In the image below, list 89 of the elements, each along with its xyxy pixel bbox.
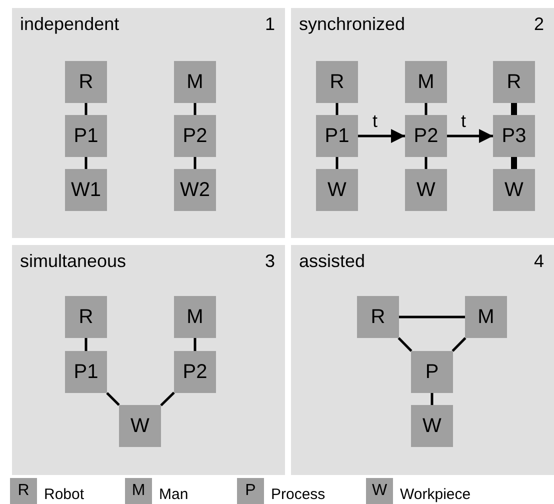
box-letter: P3: [502, 124, 526, 148]
legend-text: Robot: [44, 486, 84, 503]
box-letter: R: [78, 70, 94, 94]
connector-line: [398, 337, 412, 352]
legend-text: Process: [271, 486, 326, 503]
connector-line: [84, 103, 88, 115]
panel-number: 4: [534, 251, 544, 272]
element-box: [357, 296, 399, 338]
box-letter: R: [370, 306, 386, 328]
box-letter: R: [506, 70, 522, 94]
box-letter: P1: [324, 124, 350, 148]
element-box: [405, 115, 447, 157]
panel-number: 1: [264, 14, 275, 35]
box-letter: W1: [71, 178, 101, 202]
box-letter: M: [186, 306, 204, 328]
element-box: [316, 61, 358, 103]
panel-number: 2: [534, 14, 544, 35]
legend-swatch: M: [125, 478, 152, 504]
box-letter: M: [186, 70, 204, 94]
element-box: [65, 296, 107, 338]
element-box: [493, 115, 535, 157]
box-letter: W: [130, 414, 150, 438]
element-box: [174, 169, 216, 211]
arrow: [358, 129, 405, 143]
box-letter: P1: [74, 360, 98, 384]
box-letter: M: [418, 70, 434, 94]
box-letter: R: [78, 306, 94, 328]
connector-line: [424, 157, 428, 169]
element-box: [174, 115, 216, 157]
box-letter: W: [422, 414, 442, 438]
connector-line: [336, 157, 338, 169]
box-letter: W: [504, 178, 524, 202]
element-box: [65, 169, 107, 211]
connector-line: [336, 103, 338, 115]
element-box: [316, 115, 358, 157]
box-letter: M: [478, 306, 494, 328]
element-box: [174, 61, 216, 103]
box-letter: W: [416, 178, 436, 202]
connector-line: [84, 338, 88, 351]
box-letter: R: [330, 70, 344, 94]
connector-line: [106, 392, 120, 406]
connector-line: [160, 392, 175, 406]
panel-number: 3: [264, 251, 275, 272]
box-letter: W: [328, 178, 346, 202]
element-box: [411, 405, 453, 447]
box-letter: P2: [182, 124, 208, 148]
connector-line: [194, 157, 196, 169]
arrow: [447, 129, 493, 143]
element-box: [119, 405, 161, 447]
element-box: [316, 169, 358, 211]
panel-title: assisted: [299, 251, 366, 272]
mode-panel: [291, 245, 554, 475]
box-letter: W2: [180, 178, 210, 202]
mode-panel: [291, 8, 554, 238]
element-box: [65, 115, 107, 157]
legend-swatch: W: [366, 478, 393, 504]
element-box: [65, 61, 107, 103]
element-box: [405, 169, 447, 211]
box-letter: P2: [182, 360, 208, 384]
box-letter: P1: [74, 124, 98, 148]
connector-line: [511, 157, 517, 169]
panel-title: simultaneous: [20, 251, 126, 272]
connector-line: [424, 103, 428, 115]
connector-line: [399, 316, 465, 318]
connector-line: [84, 157, 88, 169]
element-box: [493, 169, 535, 211]
connector-line: [511, 103, 517, 115]
element-box: [174, 351, 216, 393]
element-box: [65, 351, 107, 393]
connector-line: [452, 337, 466, 352]
legend-text: Man: [159, 486, 188, 503]
element-box: [405, 61, 447, 103]
connector-line: [194, 338, 196, 351]
edge-label: t: [460, 112, 468, 130]
element-box: [493, 61, 535, 103]
box-letter: P: [425, 360, 439, 384]
element-box: [465, 296, 507, 338]
connector-line: [194, 103, 196, 115]
element-box: [174, 296, 216, 338]
element-box: [411, 351, 453, 393]
legend-swatch: P: [237, 478, 264, 504]
panel-title: independent: [20, 14, 120, 35]
panel-title: synchronized: [299, 14, 406, 35]
connector-line: [430, 393, 434, 405]
legend-swatch: R: [10, 478, 37, 504]
mode-panel: [12, 245, 285, 475]
legend-text: Workpiece: [400, 486, 471, 503]
box-letter: P2: [414, 124, 438, 148]
mode-panel: [12, 8, 285, 238]
